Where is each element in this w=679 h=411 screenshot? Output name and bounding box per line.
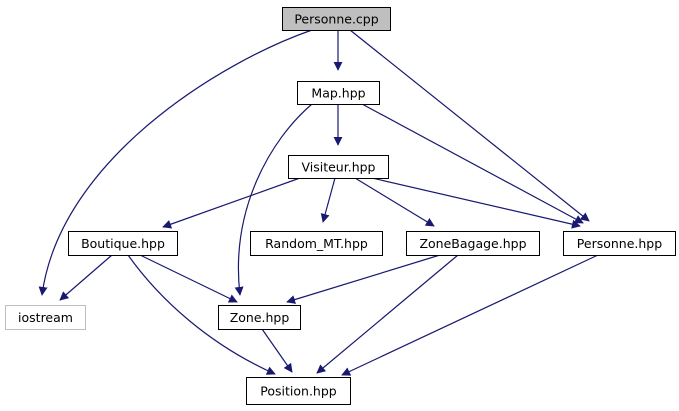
node-label: ZoneBagage.hpp xyxy=(419,236,526,251)
nodes-layer: Personne.cppMap.hppVisiteur.hppBoutique.… xyxy=(5,7,676,405)
edge-boutique_hpp-to-position_hpp xyxy=(127,254,276,375)
edge-boutique_hpp-to-iostream xyxy=(59,254,113,301)
edge-map_hpp-to-personne_hpp xyxy=(361,103,584,224)
edge-zone_hpp-to-position_hpp xyxy=(261,328,293,373)
node-label: Position.hpp xyxy=(260,384,336,399)
node-label: Personne.cpp xyxy=(294,12,378,27)
edge-personne_cpp-to-iostream xyxy=(38,29,313,296)
edge-visiteur_hpp-to-random_mt_hpp xyxy=(320,177,336,223)
node-box xyxy=(246,377,351,405)
node-personne_hpp[interactable]: Personne.hpp xyxy=(563,231,676,256)
edge-map_hpp-to-zone_hpp xyxy=(234,103,313,296)
node-box xyxy=(282,7,391,31)
node-zone_hpp[interactable]: Zone.hpp xyxy=(218,305,301,330)
node-box xyxy=(250,231,383,256)
node-label: Random_MT.hpp xyxy=(265,236,368,251)
node-visiteur_hpp[interactable]: Visiteur.hpp xyxy=(288,155,389,179)
node-box xyxy=(406,231,540,256)
edge-visiteur_hpp-to-personne_hpp xyxy=(371,177,581,229)
node-label: Map.hpp xyxy=(311,86,365,101)
node-boutique_hpp[interactable]: Boutique.hpp xyxy=(68,231,178,256)
edge-personne_cpp-to-personne_hpp xyxy=(349,29,590,222)
node-box xyxy=(563,231,676,256)
edge-visiteur_hpp-to-boutique_hpp xyxy=(162,177,301,229)
node-iostream[interactable]: iostream xyxy=(5,305,86,330)
edge-personne_hpp-to-position_hpp xyxy=(341,254,599,376)
node-box xyxy=(297,81,380,105)
node-zonebagage_hpp[interactable]: ZoneBagage.hpp xyxy=(406,231,540,256)
edge-visiteur_hpp-to-zonebagage_hpp xyxy=(354,177,435,227)
node-label: iostream xyxy=(18,310,73,325)
edge-boutique_hpp-to-zone_hpp xyxy=(139,254,238,303)
node-label: Personne.hpp xyxy=(577,236,662,251)
node-box xyxy=(68,231,178,256)
node-label: Boutique.hpp xyxy=(81,236,165,251)
node-map_hpp[interactable]: Map.hpp xyxy=(297,81,380,105)
edge-zonebagage_hpp-to-position_hpp xyxy=(316,254,459,374)
node-box xyxy=(5,305,86,330)
node-label: Visiteur.hpp xyxy=(301,160,375,175)
node-random_mt_hpp[interactable]: Random_MT.hpp xyxy=(250,231,383,256)
node-personne_cpp[interactable]: Personne.cpp xyxy=(282,7,391,31)
node-box xyxy=(288,155,389,179)
edge-zonebagage_hpp-to-zone_hpp xyxy=(286,254,441,304)
node-position_hpp[interactable]: Position.hpp xyxy=(246,377,351,405)
edges-layer xyxy=(38,29,599,376)
node-box xyxy=(218,305,301,330)
node-label: Zone.hpp xyxy=(230,310,290,325)
